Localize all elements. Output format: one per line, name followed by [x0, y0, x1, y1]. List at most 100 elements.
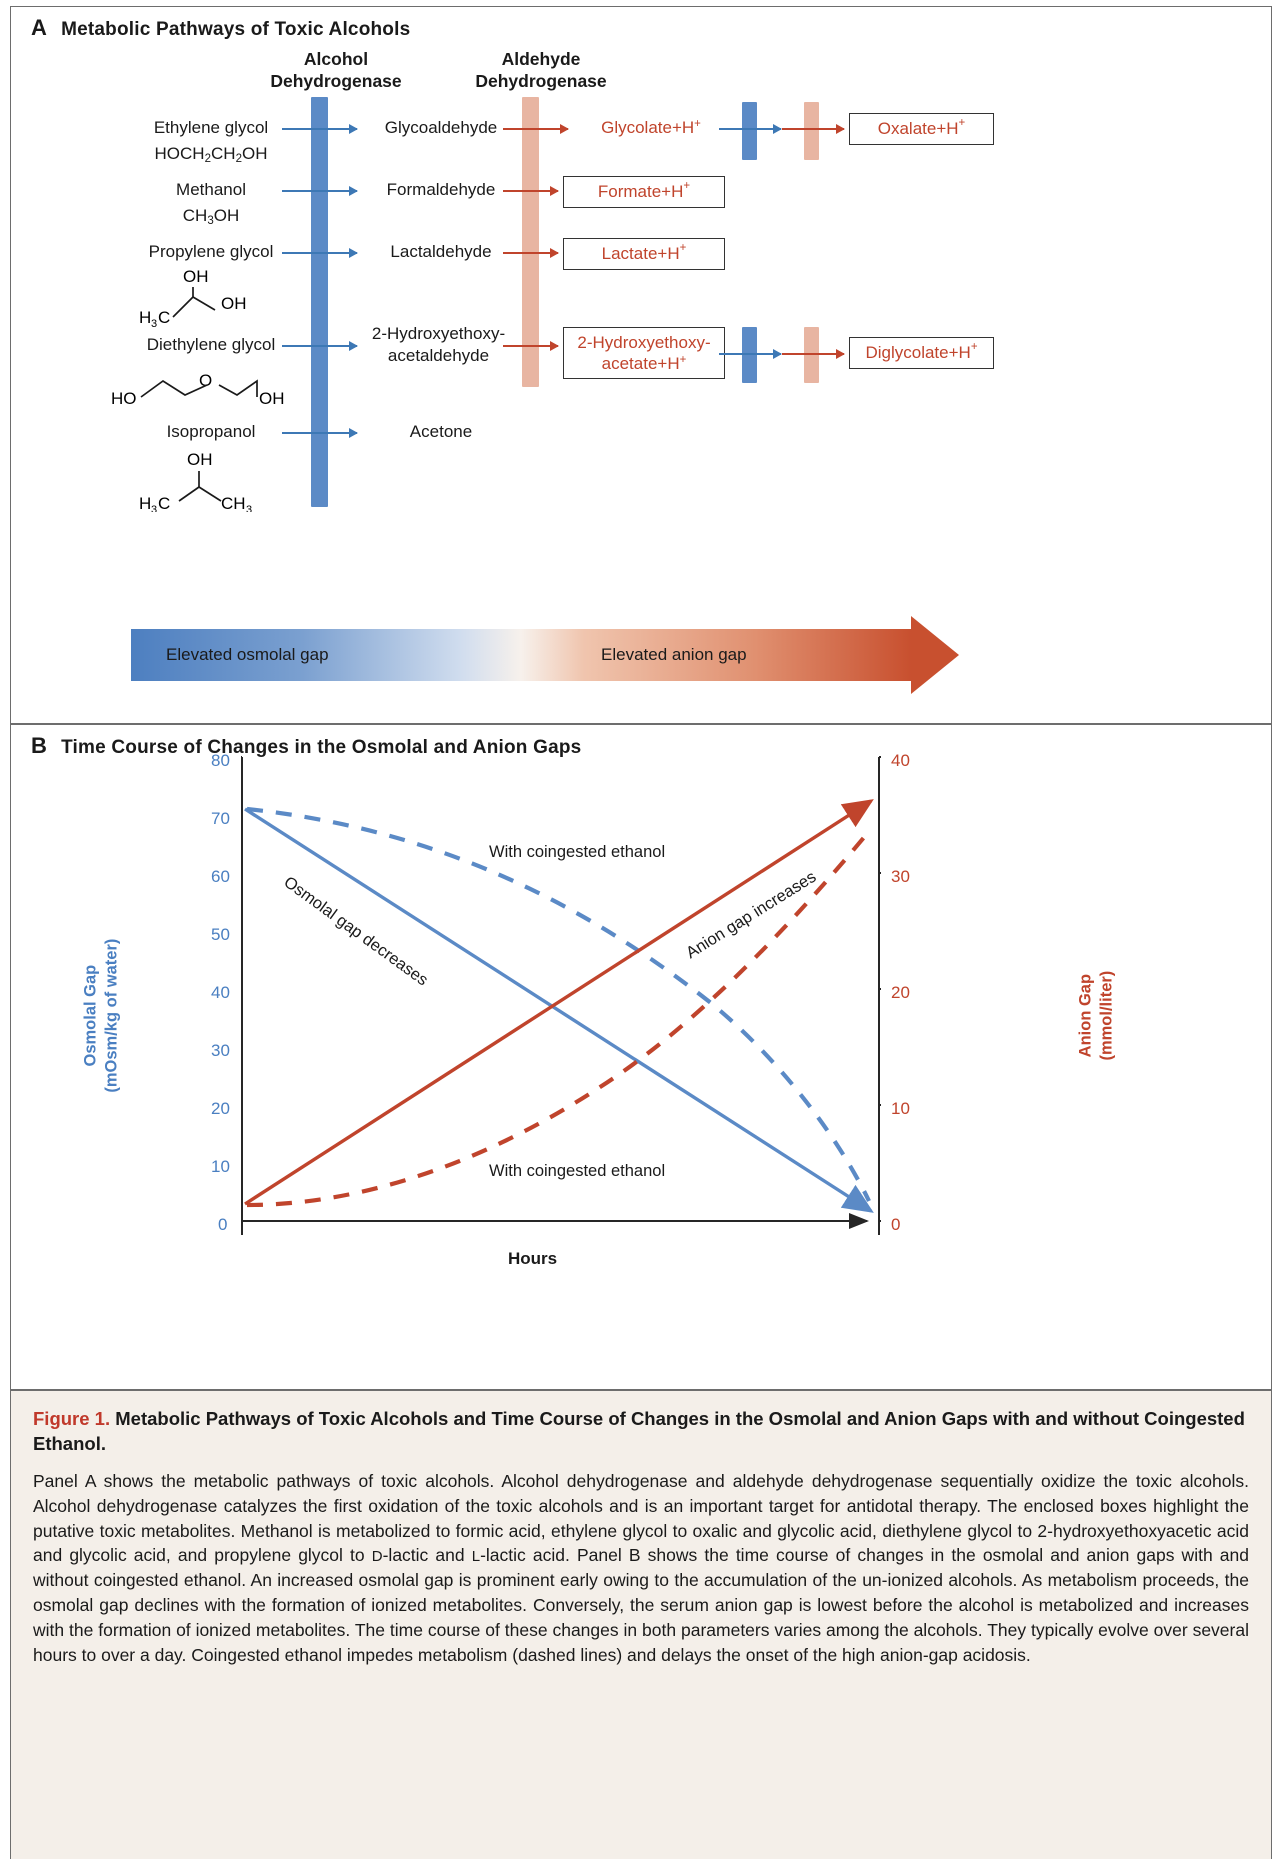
formula-methanol: CH3OH — [182, 206, 240, 227]
alcohol-label-methanol: Methanol — [176, 180, 246, 199]
svg-text:H: H — [139, 308, 151, 327]
structure-propylene-glycol: OH OH H 3 C — [139, 267, 247, 327]
svg-text:OH: OH — [183, 267, 209, 286]
arrow-glycoaldehyde-to-glycolate — [503, 124, 569, 134]
alcohol-dehydrogenase-bar-oxalate — [742, 102, 757, 160]
aldehyde-dehydrogenase-title: Aldehyde Dehydrogenase — [475, 49, 607, 91]
alcohol-label-propylene-glycol: Propylene glycol — [148, 242, 274, 261]
aldehyde-label-formaldehyde: Formaldehyde — [386, 180, 496, 199]
metabolite-box-lactate: Lactate+H+ — [563, 238, 725, 270]
left-tick-20: 20 — [211, 1099, 230, 1118]
panel-b-header: B Time Course of Changes in the Osmolal … — [31, 733, 581, 759]
right-axis-title: Anion Gap (mmol/liter) — [1076, 970, 1115, 1061]
arrow-methanol-to-formaldehyde — [282, 186, 358, 196]
left-tick-50: 50 — [211, 925, 230, 944]
gap-label-anion: Elevated anion gap — [601, 645, 747, 664]
svg-text:C: C — [158, 494, 170, 512]
alcohol-label-diethylene-glycol: Diethylene glycol — [146, 335, 276, 354]
right-tick-30: 30 — [891, 867, 910, 886]
aldehyde-label-glycoaldehyde: Glycoaldehyde — [384, 118, 498, 137]
left-axis-title: Osmolal Gap (mOsm/kg of water) — [81, 938, 120, 1093]
panel-b: B Time Course of Changes in the Osmolal … — [11, 725, 1271, 1391]
arrow-hea-to-hydroxyethoxyacetate — [503, 341, 559, 351]
caption-body-part3: -lactic acid. Panel B shows the time cou… — [33, 1545, 1249, 1665]
arrow-formaldehyde-to-formate — [503, 186, 559, 196]
panel-a: A Metabolic Pathways of Toxic Alcohols A… — [11, 7, 1271, 725]
svg-text:OH: OH — [259, 389, 285, 408]
arrow-hea-aldh — [782, 349, 845, 359]
caption-title: Figure 1. Metabolic Pathways of Toxic Al… — [33, 1407, 1249, 1457]
x-axis-title: Hours — [508, 1249, 558, 1268]
alcohol-dehydrogenase-bar — [311, 97, 328, 507]
arrow-deg-to-hydroxyethoxyacetaldehyde — [282, 341, 358, 351]
aldehyde-dehydrogenase-bar-diglycolate — [804, 327, 819, 383]
caption-title-text: Metabolic Pathways of Toxic Alcohols and… — [33, 1408, 1245, 1454]
arrow-lactaldehyde-to-lactate — [503, 248, 559, 258]
right-tick-10: 10 — [891, 1099, 910, 1118]
annotation-osmolal-with-ethanol: With coingested ethanol — [489, 843, 666, 861]
left-tick-60: 60 — [211, 867, 230, 886]
left-tick-70: 70 — [211, 809, 230, 828]
alcohol-dehydrogenase-title: Alcohol Dehydrogenase — [270, 49, 402, 91]
arrow-isopropanol-to-acetone — [282, 428, 358, 438]
panel-a-title: Metabolic Pathways of Toxic Alcohols — [61, 19, 411, 40]
chart-plot — [241, 756, 881, 1235]
left-tick-10: 10 — [211, 1157, 230, 1176]
caption-d-lactic: D — [371, 1548, 383, 1566]
aldehyde-dehydrogenase-bar-oxalate — [804, 102, 819, 160]
aldehyde-label-lactaldehyde: Lactaldehyde — [390, 242, 492, 261]
right-tick-20: 20 — [891, 983, 910, 1002]
alcohol-dehydrogenase-bar-diglycolate — [742, 327, 757, 383]
metabolite-box-formate: Formate+H+ — [563, 176, 725, 208]
alcohol-label-isopropanol: Isopropanol — [166, 422, 256, 441]
structure-isopropanol: OH H 3 C CH 3 — [139, 450, 252, 512]
chart-area: Osmolal Gap (mOsm/kg of water) Anion Gap… — [11, 725, 1271, 1389]
svg-text:HO: HO — [111, 389, 137, 408]
caption-figure-number: Figure 1. — [33, 1408, 111, 1429]
panel-a-header: A Metabolic Pathways of Toxic Alcohols — [31, 15, 410, 41]
figure-caption: Figure 1. Metabolic Pathways of Toxic Al… — [11, 1391, 1271, 1859]
aldehyde-label-acetone: Acetone — [409, 422, 473, 441]
caption-body-part1: Panel A shows the metabolic pathways of … — [33, 1470, 1249, 1566]
arrow-pg-to-lactaldehyde — [282, 248, 358, 258]
svg-text:OH: OH — [187, 450, 213, 469]
left-tick-40: 40 — [211, 983, 230, 1002]
caption-body-part2: -lactic and — [382, 1545, 472, 1566]
arrow-glycolate-aldh — [782, 124, 845, 134]
formula-ethylene-glycol: HOCH2CH2OH — [154, 144, 268, 165]
svg-text:O: O — [199, 371, 212, 390]
panel-b-letter: B — [31, 733, 48, 758]
arrow-glycolate-adh — [719, 124, 782, 134]
metabolite-line-2: acetate+H+ — [601, 354, 687, 373]
structure-diethylene-glycol: HO O OH — [111, 371, 285, 408]
arrow-eg-to-glycoaldehyde — [282, 124, 358, 134]
svg-text:3: 3 — [151, 504, 157, 512]
svg-text:3: 3 — [246, 504, 252, 512]
caption-l-lactic: L — [471, 1548, 481, 1566]
caption-body: Panel A shows the metabolic pathways of … — [33, 1469, 1249, 1668]
annotation-anion-with-ethanol: With coingested ethanol — [489, 1162, 666, 1180]
aldehyde-label-2-hydroxyethoxy-acetaldehyde: 2-Hydroxyethoxy- acetaldehyde — [371, 324, 506, 366]
left-tick-0: 0 — [218, 1215, 228, 1234]
panel-b-title: Time Course of Changes in the Osmolal an… — [61, 737, 582, 758]
gap-arrow-body — [131, 629, 911, 681]
metabolite-line-1: 2-Hydroxyethoxy- — [577, 332, 711, 352]
osmolal-anion-gap-arrow: Elevated osmolal gap Elevated anion gap — [131, 616, 959, 694]
panel-a-letter: A — [31, 15, 48, 40]
metabolite-box-2-hydroxyethoxy-acetate: 2-Hydroxyethoxy- acetate+H+ — [563, 327, 725, 379]
svg-text:CH: CH — [221, 494, 246, 512]
svg-text:C: C — [158, 308, 170, 327]
right-tick-40: 40 — [891, 751, 910, 770]
aldehyde-dehydrogenase-bar — [522, 97, 539, 387]
svg-text:H: H — [139, 494, 151, 512]
metabolite-box-diglycolate: Diglycolate+H+ — [849, 337, 994, 369]
acid-label-glycolate: Glycolate+H+ — [601, 118, 701, 137]
left-tick-30: 30 — [211, 1041, 230, 1060]
svg-text:3: 3 — [151, 318, 157, 327]
arrow-hea-adh — [719, 349, 782, 359]
left-tick-80: 80 — [211, 751, 230, 770]
figure-container: A Metabolic Pathways of Toxic Alcohols A… — [10, 6, 1272, 1859]
gap-label-osmolal: Elevated osmolal gap — [166, 645, 329, 664]
gap-arrow-head — [911, 616, 959, 694]
alcohol-label-ethylene-glycol: Ethylene glycol — [153, 118, 269, 137]
